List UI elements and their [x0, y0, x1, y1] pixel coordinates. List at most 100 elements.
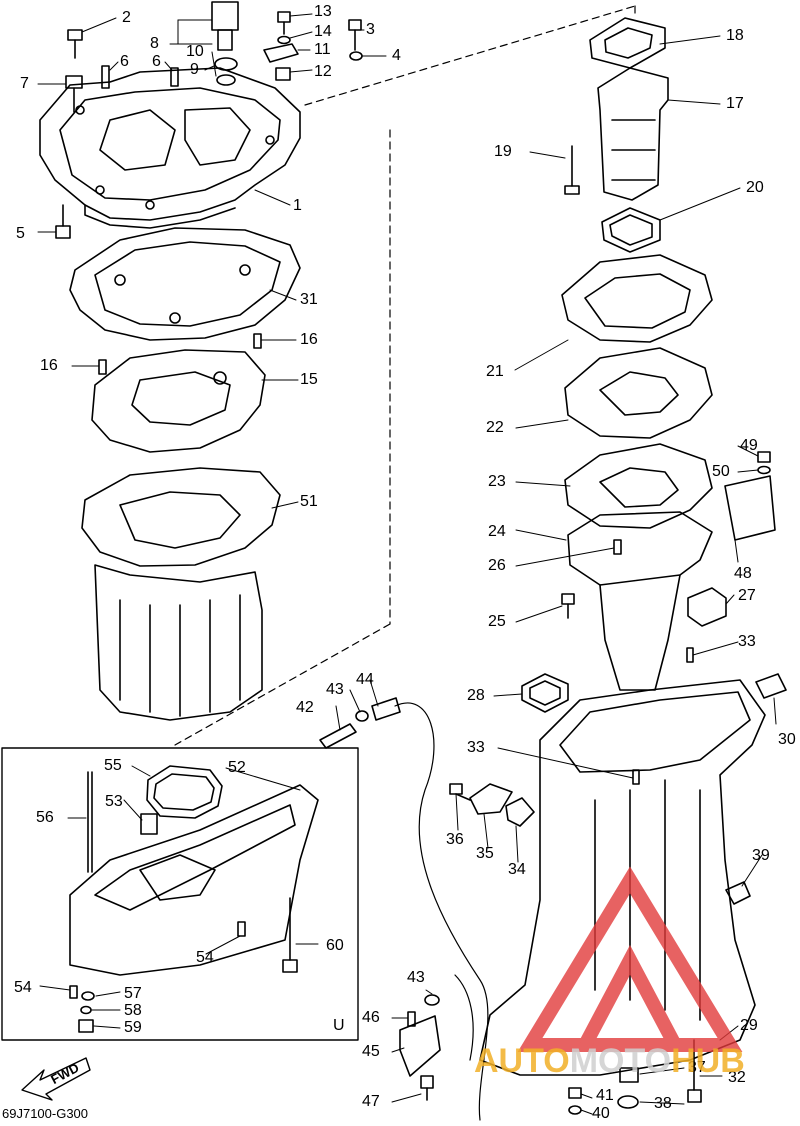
callout-number: 26: [488, 557, 506, 574]
callout-number: 16: [300, 331, 318, 348]
pin-26: [613, 539, 622, 555]
clamp-43a: [355, 710, 369, 722]
plate-15: [91, 349, 266, 453]
bolt-19: [564, 145, 580, 195]
watermark-logo-icon: [517, 866, 743, 1052]
oil-pan-upper-24: [567, 511, 713, 691]
callout-number: 6: [120, 53, 129, 70]
callout-number: 28: [467, 687, 485, 704]
plate-35: [469, 783, 513, 815]
grommet-30: [755, 673, 787, 699]
callout-number: 6: [152, 53, 161, 70]
fitting-42: [319, 723, 357, 749]
callout-number: 37: [688, 1059, 706, 1076]
grommet-53: [140, 813, 158, 835]
inset-box-u: [1, 747, 359, 1041]
callout-number: 7: [20, 75, 29, 92]
pin-54a: [237, 921, 246, 937]
callout-number: 13: [314, 3, 332, 20]
nut-12: [275, 67, 291, 81]
upper-casing: [94, 564, 263, 721]
gasket-55: [146, 765, 223, 819]
callout-number: 44: [356, 671, 374, 688]
callout-number: 60: [326, 937, 344, 954]
callout-number: 22: [486, 419, 504, 436]
callout-number: 56: [36, 809, 54, 826]
washer-58: [80, 1005, 92, 1015]
callout-number: 19: [494, 143, 512, 160]
bolt-49: [757, 451, 771, 463]
callout-number: 15: [300, 371, 318, 388]
o-ring-10: [216, 74, 236, 86]
stud-56: [87, 771, 93, 873]
callout-number: 25: [488, 613, 506, 630]
gasket-18: [589, 17, 666, 69]
callout-number: 8: [150, 35, 159, 52]
callout-number: 50: [712, 463, 730, 480]
watermark-text-c: HUB: [671, 1042, 745, 1080]
gasket-31: [69, 227, 301, 341]
cover-48: [724, 475, 776, 541]
callout-number: 45: [362, 1043, 380, 1060]
callout-number: 34: [508, 861, 526, 878]
callout-number: 43: [407, 969, 425, 986]
fwd-arrow-icon: [21, 1057, 91, 1101]
o-ring-9: [214, 57, 238, 71]
callout-number: 38: [654, 1095, 672, 1112]
bracket-11: [263, 43, 299, 63]
callout-number: 33: [467, 739, 485, 756]
watermark-text-a: AUTO: [474, 1042, 570, 1080]
damper-27: [687, 587, 727, 627]
oil-pan-52: [69, 784, 319, 976]
leader-lines: [37, 13, 777, 1115]
callout-number: 39: [752, 847, 770, 864]
sensor-8: [211, 1, 239, 51]
washer-14: [277, 35, 291, 45]
bolt-41: [568, 1087, 582, 1099]
callout-number: 11: [314, 41, 331, 58]
callout-number: 16: [40, 357, 58, 374]
grommet-39: [725, 881, 751, 905]
callout-number: 49: [740, 437, 758, 454]
callout-number: 27: [738, 587, 756, 604]
callout-number: 53: [105, 793, 123, 810]
water-hose: [394, 702, 489, 1121]
callout-number: 4: [392, 47, 401, 64]
exhaust-manifold-17: [597, 67, 669, 201]
callout-number: 24: [488, 523, 506, 540]
callout-number: 47: [362, 1093, 380, 1110]
plug-37: [619, 1067, 639, 1083]
pin-6b: [170, 67, 179, 87]
washer-57: [81, 991, 95, 1001]
callout-number: 18: [726, 27, 744, 44]
callout-number: 58: [124, 1002, 142, 1019]
callout-number: 42: [296, 699, 314, 716]
bolt-60: [282, 897, 298, 973]
pin-46: [407, 1011, 416, 1027]
o-ring-38: [617, 1095, 639, 1109]
pin-16a: [98, 359, 107, 375]
callout-number: 2: [122, 9, 131, 26]
callout-number: 54: [14, 979, 32, 996]
bolt-13: [277, 11, 291, 35]
gasket-51: [81, 467, 281, 567]
plug-7: [65, 75, 83, 113]
plate-22: [564, 347, 713, 439]
bolt-2: [67, 29, 83, 59]
washer-40: [568, 1105, 582, 1115]
callout-number: 48: [734, 565, 752, 582]
callout-number: 30: [778, 731, 796, 748]
washer-50: [757, 465, 771, 475]
callout-number: 36: [446, 831, 464, 848]
watermark-text: AUTOMOTOHUB: [474, 1042, 745, 1081]
drawing-code: 69J7100-G300: [2, 1106, 89, 1121]
grommet-34: [505, 797, 535, 827]
callout-number: 1: [293, 197, 302, 214]
callout-number: 32: [728, 1069, 746, 1086]
callout-number: 31: [300, 291, 318, 308]
callout-number: 51: [300, 493, 318, 510]
callout-number: 10: [186, 43, 204, 60]
callout-number: 33: [738, 633, 756, 650]
callout-number: 23: [488, 473, 506, 490]
